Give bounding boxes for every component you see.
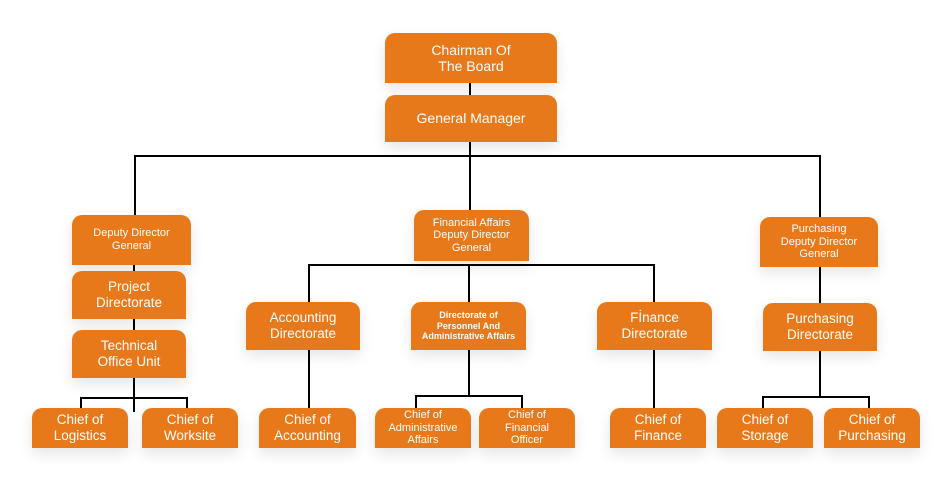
node-label: Deputy Director General [93, 227, 170, 252]
node-label: Chief of Logistics [53, 412, 107, 443]
connector [469, 141, 471, 261]
node-label: Chief of Worksite [163, 412, 217, 443]
node-label: Chief of Financial Officer [504, 409, 550, 447]
decorative-mask [753, 270, 815, 300]
node-project-directorate[interactable]: Project Directorate [72, 271, 186, 319]
node-label: Chief of Purchasing [838, 412, 906, 443]
connector [415, 395, 523, 397]
node-label: Financial Affairs Deputy Director Genera… [432, 216, 511, 254]
node-label: Chief of Administrative Affairs [388, 409, 458, 447]
connector [308, 264, 655, 266]
connector [80, 397, 188, 399]
node-label: Chief of Finance [633, 412, 683, 443]
node-personnel-admin-directorate[interactable]: Directorate of Personnel And Administrat… [411, 302, 526, 350]
node-chief-financial-officer[interactable]: Chief of Financial Officer [479, 408, 575, 448]
node-label: Technical Office Unit [97, 338, 161, 369]
decorative-mask [475, 162, 537, 206]
connector [819, 155, 821, 219]
node-general-manager[interactable]: General Manager [385, 95, 557, 142]
node-label: Project Directorate [95, 279, 163, 310]
connector [134, 155, 821, 157]
connector [80, 397, 82, 411]
node-label: Directorate of Personnel And Administrat… [421, 310, 516, 342]
connector [415, 395, 417, 411]
connector [762, 396, 870, 398]
node-label: Purchasing Deputy Director General [780, 223, 858, 261]
node-label: Chief of Storage [741, 412, 789, 443]
node-label: General Manager [416, 110, 526, 127]
node-purchasing-directorate[interactable]: Purchasing Directorate [763, 303, 877, 351]
node-chief-logistics[interactable]: Chief of Logistics [32, 408, 128, 448]
node-deputy-director-general[interactable]: Deputy Director General [72, 215, 191, 265]
node-chief-worksite[interactable]: Chief of Worksite [142, 408, 238, 448]
node-finance-directorate[interactable]: Fİnance Directorate [597, 302, 712, 350]
node-chief-storage[interactable]: Chief of Storage [717, 408, 813, 448]
connector [186, 397, 188, 411]
connector [521, 395, 523, 411]
node-label: Accounting Directorate [269, 310, 337, 341]
node-technical-office-unit[interactable]: Technical Office Unit [72, 330, 186, 378]
connector [134, 155, 136, 219]
node-chairman[interactable]: Chairman Of The Board [385, 33, 557, 83]
node-accounting-directorate[interactable]: Accounting Directorate [246, 302, 360, 350]
connector [868, 396, 870, 411]
node-label: Purchasing Directorate [786, 311, 854, 342]
node-label: Fİnance Directorate [621, 310, 688, 341]
node-label: Chairman Of The Board [431, 41, 511, 74]
node-chief-purchasing[interactable]: Chief of Purchasing [824, 408, 920, 448]
node-chief-admin-affairs[interactable]: Chief of Administrative Affairs [375, 408, 471, 448]
decorative-mask [396, 162, 464, 206]
connector [762, 396, 764, 411]
node-chief-finance[interactable]: Chief of Finance [610, 408, 706, 448]
node-financial-affairs-ddg[interactable]: Financial Affairs Deputy Director Genera… [414, 210, 529, 261]
connector [469, 82, 471, 96]
node-label: Chief of Accounting [274, 412, 341, 443]
node-chief-accounting[interactable]: Chief of Accounting [259, 408, 356, 448]
node-purchasing-ddg[interactable]: Purchasing Deputy Director General [760, 217, 878, 267]
decorative-mask [828, 270, 896, 300]
